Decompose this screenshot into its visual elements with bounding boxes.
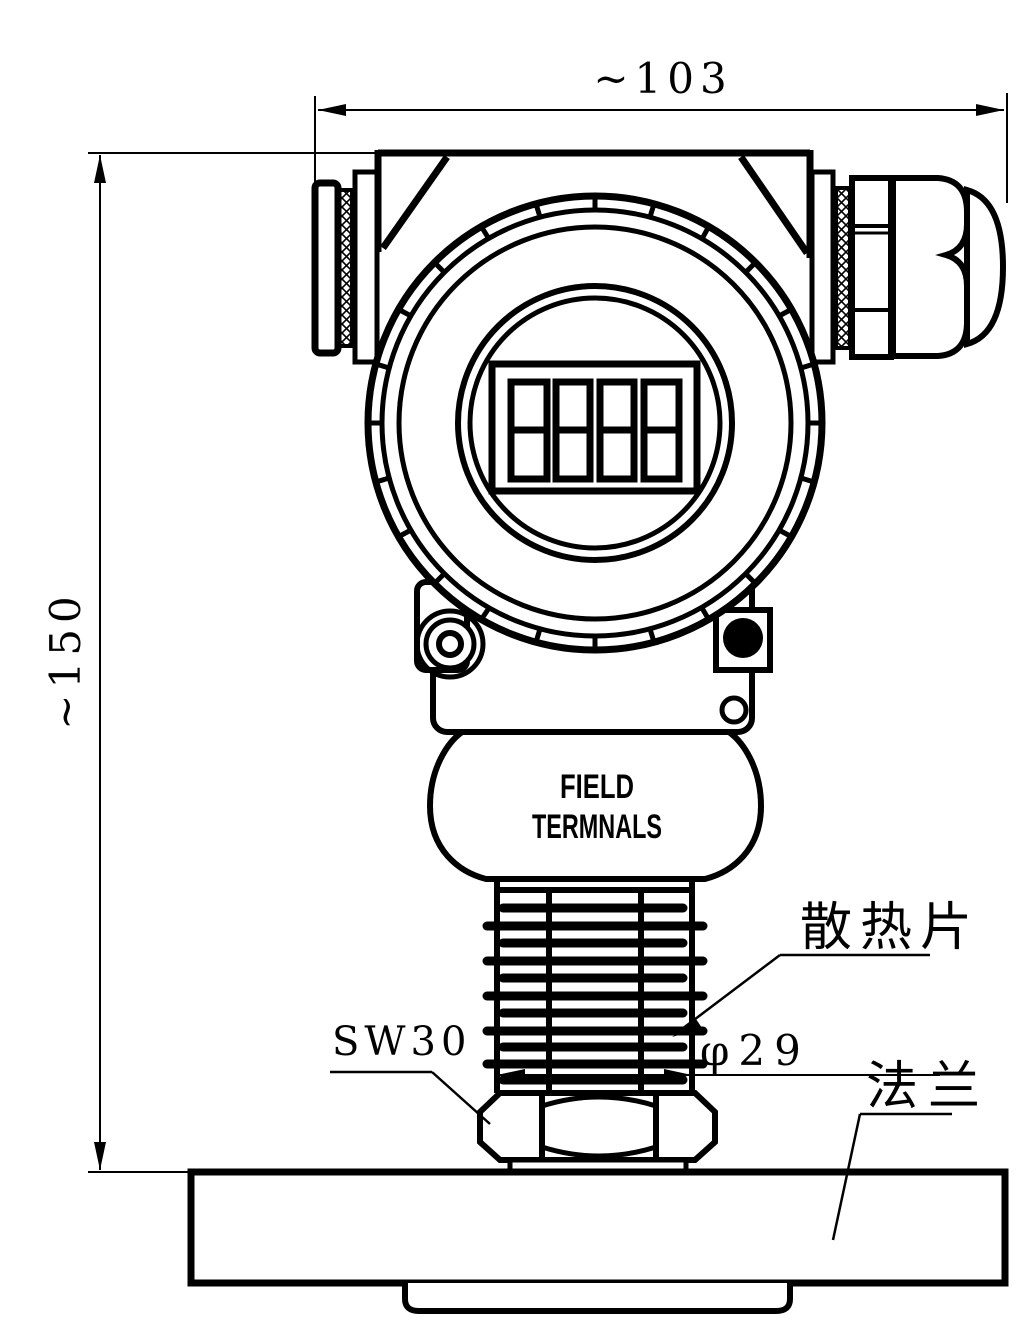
lock-screw-bracket — [713, 607, 773, 673]
bezel-tick — [699, 224, 712, 241]
arrowhead-left — [497, 1069, 525, 1081]
gland-dome-cap — [964, 186, 1007, 348]
left-cap-plate — [352, 169, 380, 365]
bezel-tick — [777, 527, 794, 540]
leader-line — [831, 1113, 862, 1241]
gland-body — [849, 175, 894, 360]
dimension-height: ~150 — [41, 152, 380, 1173]
neck-diameter-text: φ29 — [700, 1026, 810, 1075]
leader-line — [431, 1071, 491, 1125]
dimension-height-text: ~150 — [41, 590, 90, 729]
wrench-size-text: SW30 — [332, 1019, 471, 1065]
bezel-tick — [744, 260, 758, 274]
bezel-tick — [396, 306, 413, 319]
hex-nut-outline — [477, 1090, 718, 1163]
bezel-tick — [699, 606, 712, 622]
dimension-width-text: ~103 — [593, 54, 732, 103]
gland-knurl — [834, 186, 852, 350]
arrowhead-right — [976, 104, 1004, 116]
lock-screw-dot — [723, 618, 763, 658]
label-flange: 法兰 — [831, 1057, 990, 1241]
bezel-ring-circle — [396, 224, 794, 622]
barrel-outline — [426, 729, 765, 882]
flange-lower-boss — [402, 1283, 793, 1314]
display-window-inner — [467, 295, 723, 551]
ground-screw-outer — [414, 608, 486, 680]
terminal-barrel: FIELD TERMNALS — [426, 729, 765, 882]
bezel-tick — [647, 628, 657, 643]
label-heatsink: 散热片 — [672, 898, 980, 1037]
process-hex-nut — [477, 1090, 718, 1175]
left-cap-assembly — [311, 169, 380, 365]
arrowhead-left — [318, 104, 346, 116]
bezel-tick — [375, 361, 390, 371]
hex-chamfer-arc-top — [541, 1094, 657, 1109]
small-screw-hole — [719, 695, 749, 725]
bezel-tick — [432, 260, 446, 274]
flange — [187, 1168, 1009, 1314]
terminal-label-line1: FIELD — [560, 768, 634, 806]
hex-chamfer-arc-bottom — [541, 1144, 657, 1159]
bezel-tick — [800, 475, 815, 485]
gland-hex-nut — [890, 175, 970, 359]
bezel-tick — [744, 572, 758, 586]
bezel-tick — [800, 361, 815, 371]
heatsink-neck — [482, 879, 708, 1093]
leader-arrowhead — [672, 1019, 702, 1037]
bezel-tick — [533, 203, 543, 218]
lcd-display: 8888 — [488, 360, 701, 495]
arrowhead-right — [664, 1069, 692, 1081]
bezel-tick — [396, 527, 413, 540]
housing-left-notch — [380, 154, 450, 251]
leader-line — [677, 954, 781, 1033]
left-end-cap — [311, 179, 342, 357]
arrowhead-top — [94, 155, 106, 183]
bezel-tick — [375, 475, 390, 485]
bezel-knurl-ticks — [368, 196, 822, 650]
label-wrench-size: SW30 — [330, 1019, 491, 1125]
ground-screw-center — [436, 630, 464, 658]
bezel-tick — [777, 306, 794, 319]
terminal-label-line2: TERMNALS — [532, 808, 662, 846]
heatsink-label-text: 散热片 — [800, 898, 980, 958]
bezel-tick — [478, 606, 492, 622]
flange-label-text: 法兰 — [866, 1057, 990, 1117]
dimension-neck-diameter: φ29 — [497, 1026, 940, 1081]
cable-gland-assembly — [809, 169, 1007, 365]
flange-plate — [187, 1168, 1009, 1287]
bezel-tick — [647, 203, 657, 218]
bezel-tick — [432, 572, 446, 586]
bezel-tick — [533, 628, 543, 643]
arrowhead-bottom — [94, 1142, 106, 1170]
bezel-tick — [478, 224, 492, 241]
housing-right-notch — [738, 155, 810, 255]
gland-plate — [809, 169, 836, 365]
dimension-width: ~103 — [314, 54, 1008, 203]
